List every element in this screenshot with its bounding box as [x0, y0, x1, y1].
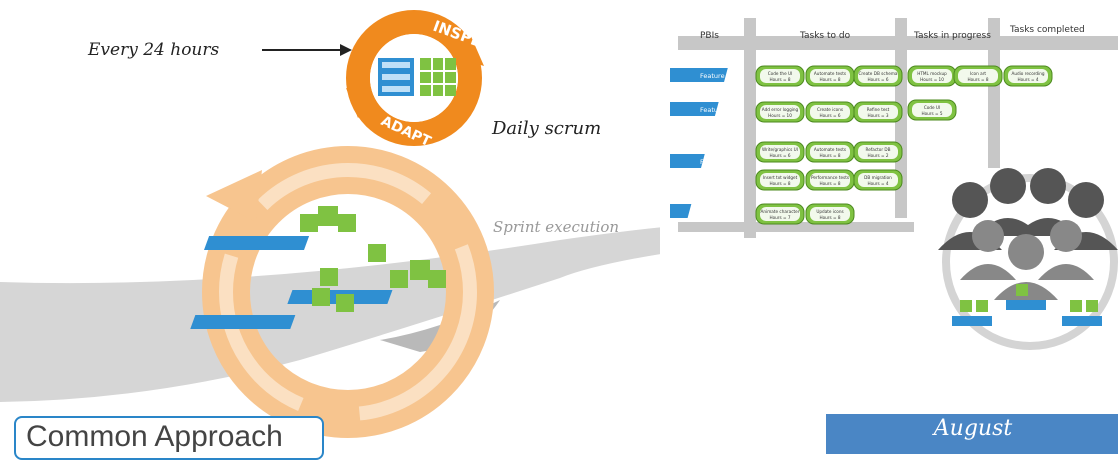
pointer-arrow-head — [340, 44, 352, 56]
task-card-text: Refactor DB — [866, 147, 891, 152]
pbi-card: Feature D | 2 — [670, 204, 742, 218]
task-card-text: Hours = 6 — [867, 77, 888, 82]
team-cluster-icon — [190, 206, 446, 329]
sprint-cycle-icon — [202, 146, 494, 438]
task-card-text: Automate tests — [814, 71, 846, 76]
taskboard: PBIs Tasks to do Tasks in progress Tasks… — [670, 18, 1118, 350]
task-card-text: Refine test — [867, 107, 890, 112]
pbi-label: Feature B | 3 — [700, 106, 742, 114]
task-card-text: Hours = 8 — [819, 181, 840, 186]
task-card-text: Hours = 8 — [769, 181, 790, 186]
board-divider — [988, 18, 1000, 168]
task-card-text: Animate character — [761, 209, 800, 214]
task-card-text: Create icons — [817, 107, 843, 112]
every-24-hours-label: Every 24 hours — [88, 40, 220, 60]
task-card-text: HTML mockup — [917, 71, 947, 76]
task-card-text: Hours = 8 — [819, 153, 840, 158]
pbi-label: Feature C | 8 — [700, 158, 742, 166]
task-card-text: Add error logging — [762, 107, 799, 112]
board-divider — [744, 18, 756, 238]
sprint-execution-label: Sprint execution — [493, 218, 620, 236]
task-card-text: Hours = 2 — [867, 153, 888, 158]
task-card-text: Performance tests — [811, 175, 849, 180]
august-label: August — [933, 416, 1013, 441]
task-card-text: Hours = 8 — [819, 77, 840, 82]
task-card-text: Code the UI — [768, 71, 793, 76]
task-card-text: Hours = 4 — [867, 181, 888, 186]
pbi-column: Feature A | 5 Feature B | 3 Feature C | 8 F… — [670, 68, 742, 218]
col-header-pbis: PBIs — [700, 31, 719, 41]
pbi-card: Feature C | 8 — [670, 154, 742, 168]
road-swoosh — [0, 227, 660, 402]
task-card-text: Code UI — [924, 105, 940, 110]
col-header-progress: Tasks in progress — [913, 31, 991, 41]
daily-scrum-label: Daily scrum — [492, 118, 602, 139]
task-card-text: Create DB schema — [858, 71, 897, 76]
inspect-adapt-icon — [346, 10, 484, 146]
pbi-card: Feature A | 5 — [670, 68, 742, 82]
common-approach-label: Common Approach — [26, 420, 283, 453]
team-people-icon — [938, 168, 1118, 350]
task-card-text: Automate tests — [814, 147, 846, 152]
task-card-text: Hours = 4 — [1017, 77, 1038, 82]
task-card-text: Update icons — [816, 209, 843, 214]
pbi-label: Feature A | 5 — [700, 72, 742, 80]
task-card-text: Hours = 6 — [769, 153, 790, 158]
pbi-label: Feature D | 2 — [700, 208, 742, 216]
task-card-text: Hours = 10 — [920, 77, 944, 82]
task-card-text: Hours = 10 — [768, 113, 792, 118]
task-card-text: Write/graphics UI — [762, 147, 798, 152]
pbi-card: Feature B | 3 — [670, 102, 742, 116]
task-card-text: Hours = 5 — [921, 111, 942, 116]
task-card-text: Hours = 7 — [769, 215, 790, 220]
task-card-text: DB migration — [864, 175, 892, 180]
board-row-band — [678, 222, 914, 232]
task-card-text: Hours = 8 — [769, 77, 790, 82]
task-card-text: Icon art — [970, 71, 986, 76]
col-header-completed: Tasks completed — [1009, 25, 1085, 35]
task-card-text: Insert txt widget — [763, 175, 798, 180]
task-card-text: Hours = 6 — [819, 113, 840, 118]
task-card-text: Hours = 8 — [819, 215, 840, 220]
task-card-text: Audio recording — [1011, 71, 1044, 76]
col-header-todo: Tasks to do — [799, 31, 851, 41]
sprint-diagram: INSPECT ADAPT — [0, 10, 660, 438]
task-card-text: Hours = 3 — [867, 113, 888, 118]
task-card-text: Hours = 8 — [967, 77, 988, 82]
